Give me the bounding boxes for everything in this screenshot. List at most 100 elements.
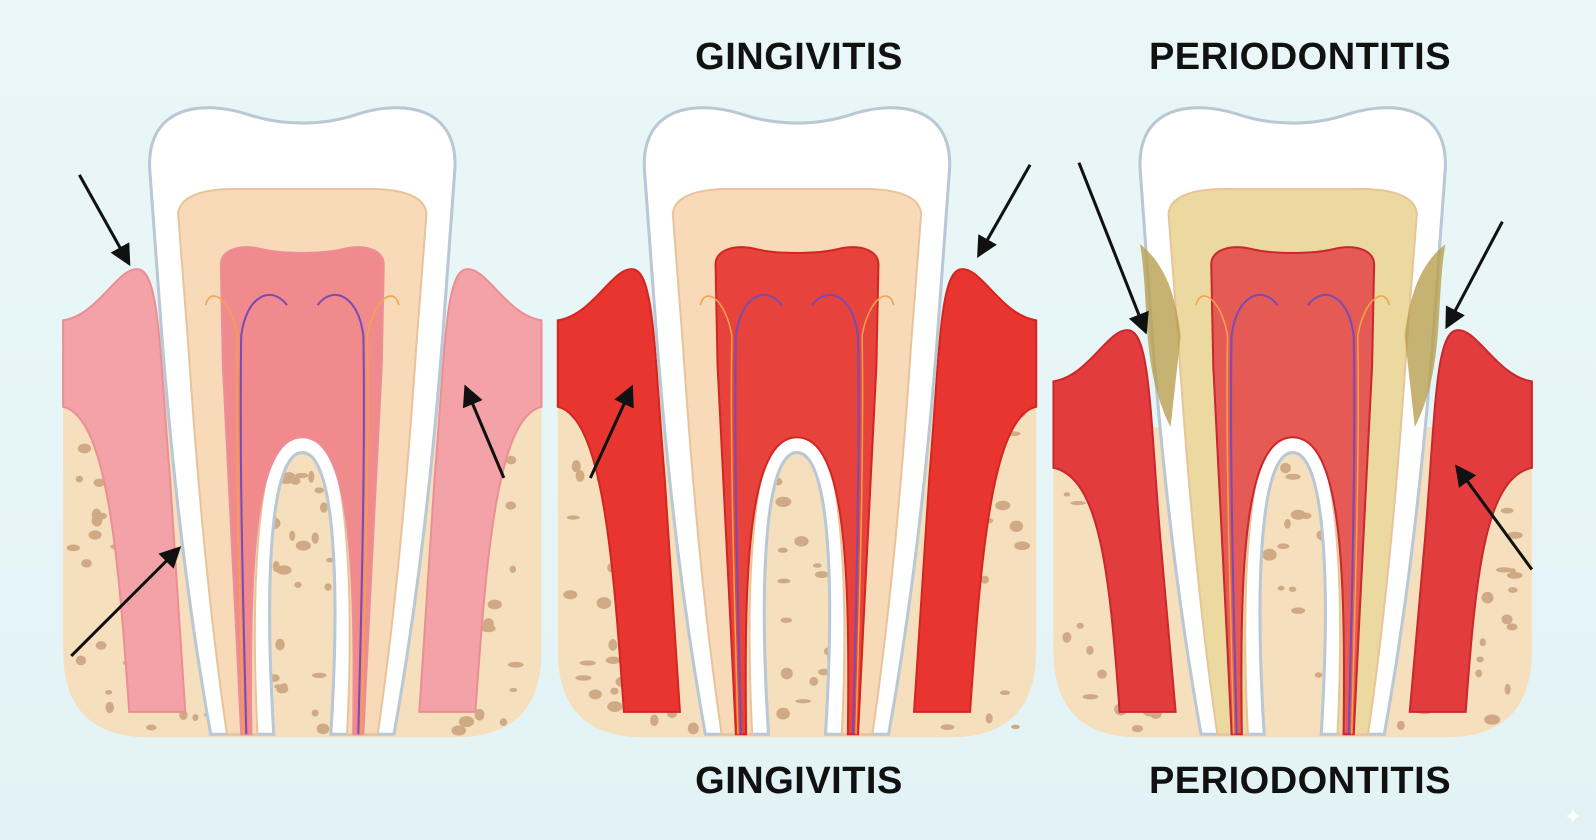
bone-pore [812, 563, 822, 568]
nerve-vessel [316, 294, 365, 735]
bone-pore [458, 716, 475, 728]
bone-pore [77, 443, 92, 454]
bone-pore [75, 655, 87, 666]
bone-pore [608, 639, 618, 651]
bone-pore [610, 687, 619, 695]
bone-pore [1314, 672, 1323, 678]
title-periodontitis-top: PERIODONTITIS [1148, 36, 1452, 78]
bone-pore [146, 724, 157, 731]
bone-pore [311, 532, 319, 544]
gum-right [418, 268, 543, 713]
tooth-panel-periodontitis [1052, 106, 1533, 738]
blood-vessel [699, 295, 739, 735]
bone-pore [311, 709, 319, 717]
bone-pore [795, 699, 812, 704]
bone-pore [1070, 501, 1086, 506]
bone-pore [320, 502, 328, 513]
bone-pore [311, 672, 327, 678]
bone-pore [1097, 669, 1107, 679]
bone-pore [985, 713, 993, 724]
bone-pore [505, 455, 517, 465]
bone-pore [308, 470, 315, 483]
bone-pore [1284, 519, 1291, 529]
bone-pore [1496, 567, 1513, 573]
bone-pore [507, 661, 524, 668]
bone-pore [105, 690, 113, 695]
blood-vessel [204, 295, 245, 735]
bone-pore [505, 501, 517, 510]
bone-pore [1484, 714, 1501, 725]
bone-pore [1062, 632, 1072, 643]
bone-pore [1277, 585, 1285, 591]
tooth-pulp [1210, 246, 1376, 736]
bone-pore [596, 597, 612, 609]
bone-pore [563, 590, 578, 600]
bone-pore [1476, 656, 1484, 663]
tooth-pulp [219, 246, 385, 736]
tooth-pulp [714, 246, 880, 736]
bone-pore [687, 722, 699, 735]
arrow [70, 546, 182, 658]
bone-pore [1506, 572, 1523, 579]
nerve-vessel [1307, 294, 1356, 735]
bone-pore [314, 487, 324, 494]
bone-pore [81, 559, 92, 568]
bone-pore [295, 540, 311, 551]
bone-pore [607, 701, 623, 712]
bone-pore [571, 460, 581, 473]
bone-pore [480, 624, 496, 633]
blood-vessel [1195, 295, 1235, 735]
bone-pore [588, 689, 602, 700]
gum-right [912, 268, 1038, 713]
arrow [588, 384, 634, 479]
title-gingivitis-bottom: GINGIVITIS [695, 760, 903, 802]
bone-pore [1500, 507, 1514, 514]
bone-pore [794, 536, 809, 547]
bone-pore [1396, 720, 1405, 731]
gum-left [1052, 329, 1177, 713]
arrow [78, 174, 131, 267]
nerve-vessel [1230, 294, 1279, 735]
bone-pore [91, 508, 102, 521]
nerve-vessel [239, 294, 288, 735]
bone-pore [324, 583, 332, 591]
bone-pore [980, 575, 990, 584]
nerve-vessel [734, 294, 783, 735]
bone-pore [575, 675, 592, 681]
bone-pore [818, 668, 830, 676]
bone-pore [776, 707, 790, 720]
bone-pore [290, 476, 301, 485]
bone-pore [1507, 531, 1523, 539]
blood-vessel [1350, 295, 1391, 735]
bone-pore [809, 676, 819, 686]
bone-pore [780, 617, 792, 623]
bone-pore [451, 725, 467, 736]
nerve-vessel [811, 294, 860, 735]
bone-pore [940, 724, 955, 730]
bone-pore [650, 714, 659, 726]
bone-pore [66, 544, 81, 552]
bone-pore [509, 565, 517, 573]
bone-pore [1014, 541, 1031, 551]
bone-pore [1082, 694, 1099, 700]
tooth-panel-healthy [62, 106, 543, 738]
bone-pore [474, 708, 485, 721]
arrow [1455, 464, 1534, 571]
bone-pore [95, 641, 107, 650]
bone-pore [1504, 683, 1511, 695]
bone-pore [192, 714, 199, 722]
title-gingivitis-top: GINGIVITIS [695, 36, 903, 78]
bone-pore [1009, 520, 1024, 532]
tartar-left [1140, 244, 1181, 428]
sparkle-icon: ✦ [1563, 804, 1582, 829]
bone-pore [276, 565, 292, 575]
bone-pore [1280, 462, 1291, 474]
bone-pore [1481, 591, 1494, 604]
bone-pore [1479, 638, 1486, 647]
bone-pore [999, 690, 1011, 696]
bone-pore [777, 547, 788, 553]
bone-pore [605, 656, 622, 664]
bone-pore [1285, 473, 1301, 480]
bone-pore [509, 687, 518, 693]
